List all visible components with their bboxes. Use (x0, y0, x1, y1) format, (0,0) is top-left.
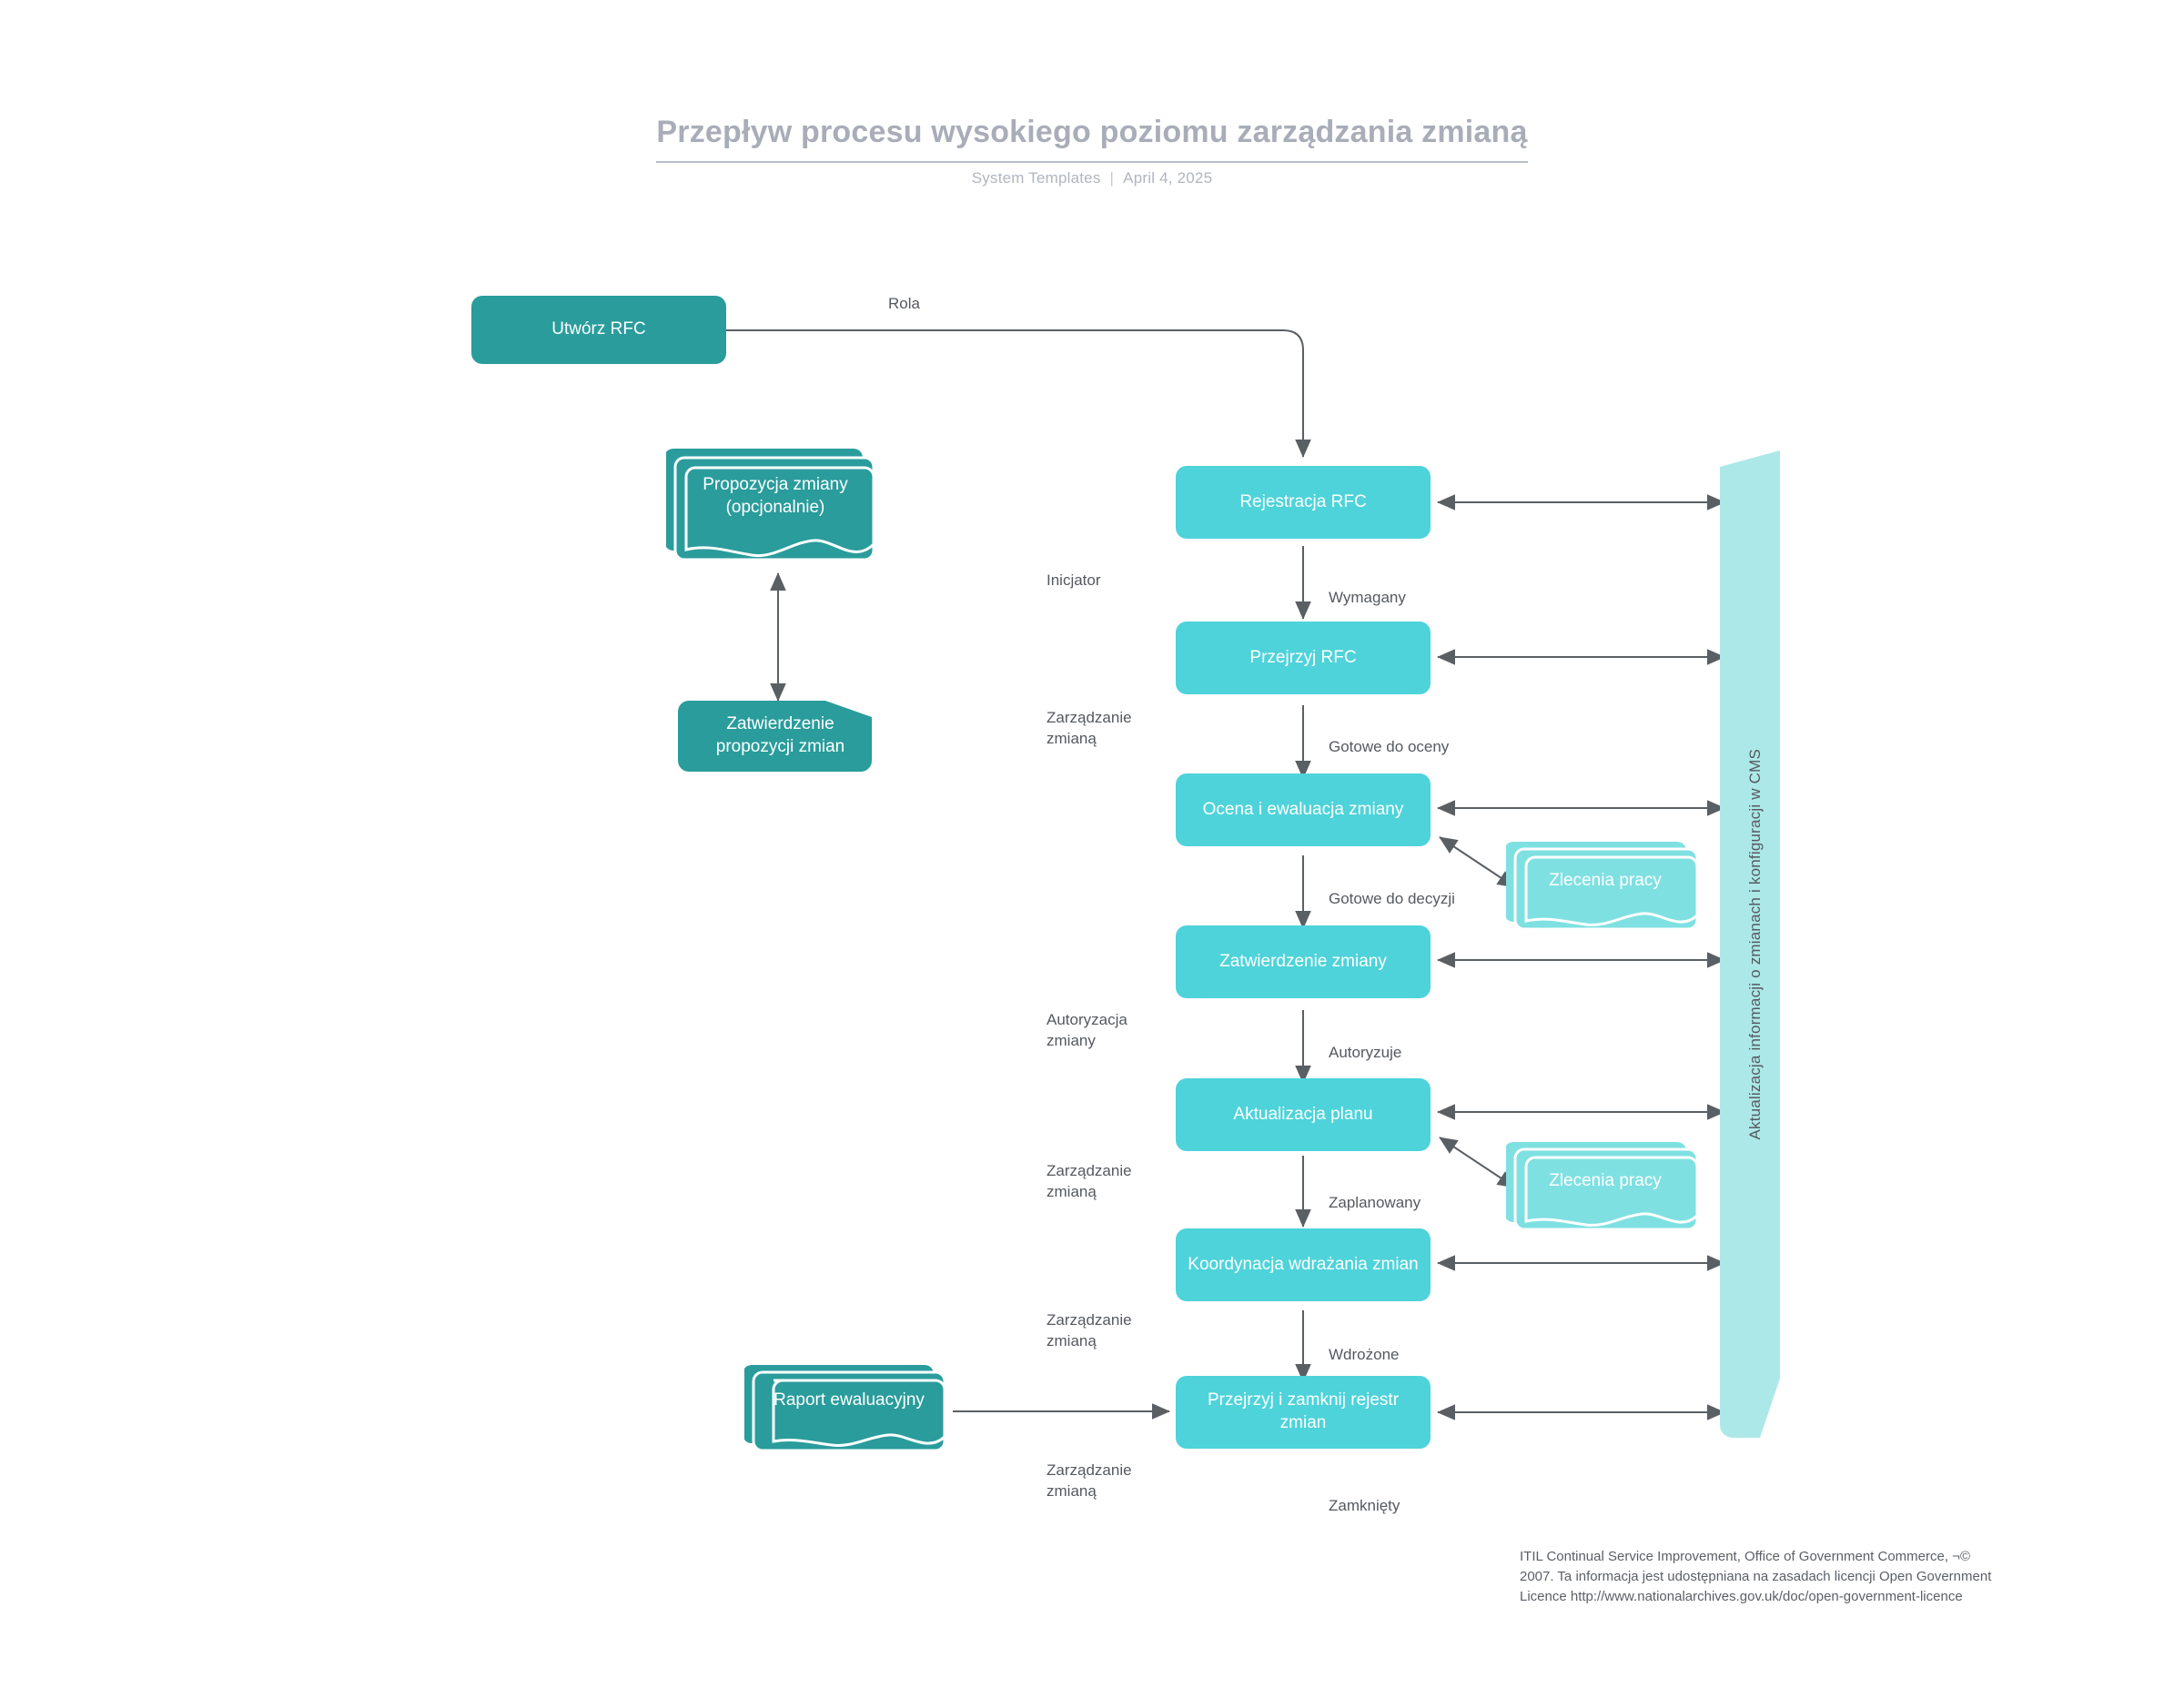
lane-label-change-authorization: Autoryzacja zmiany (1046, 1011, 1127, 1049)
header-title-wrap: Przepływ procesu wysokiego poziomu zarzą… (0, 115, 2184, 163)
lane-label-initiator: Inicjator (1046, 571, 1101, 589)
lane-label-change-management-1: Zarządzanie zmianą (1046, 709, 1132, 747)
edge-label-planned: Zaplanowany (1329, 1194, 1421, 1211)
document-stack-icon (1506, 842, 1699, 931)
footer-line-3: Licence http://www.nationalarchives.gov.… (1520, 1588, 1963, 1604)
vertical-band-shape (1720, 450, 1780, 1438)
lane-label-change-management-3: Zarządzanie zmianą (1046, 1311, 1132, 1349)
node-approve-proposal[interactable]: Zatwierdzenie propozycji zmian (678, 701, 883, 772)
lane-label-change-management-4: Zarządzanie zmianą (1046, 1461, 1132, 1500)
node-approve-change-label: Zatwierdzenie zmiany (1219, 951, 1387, 971)
edge-label-required: Wymagany (1329, 589, 1406, 606)
header-subtitle: System Templates | April 4, 2025 (0, 169, 2184, 187)
node-review-rfc[interactable]: Przejrzyj RFC (1176, 622, 1431, 694)
node-create-rfc-label: Utwórz RFC (551, 319, 646, 339)
node-cms-band[interactable]: Aktualizacja informacji o zmianach i kon… (1720, 450, 1791, 1438)
edge-label-closed: Zamknięty (1329, 1497, 1400, 1514)
node-create-rfc[interactable]: Utwórz RFC (471, 296, 726, 364)
page-title: Przepływ procesu wysokiego poziomu zarzą… (656, 115, 1528, 163)
node-register-rfc-label: Rejestracja RFC (1239, 491, 1367, 511)
footer-line-2: 2007. Ta informacja jest udostępniana na… (1520, 1568, 1992, 1584)
node-assess-evaluate-label: Ocena i ewaluacja zmiany (1202, 799, 1404, 819)
edge-label-ready-for-assessment: Gotowe do oceny (1329, 738, 1450, 755)
node-assess-evaluate[interactable]: Ocena i ewaluacja zmiany (1176, 773, 1431, 846)
subtitle-source: System Templates (971, 169, 1101, 187)
skewed-process-shape (678, 701, 872, 772)
node-work-orders-2[interactable]: Zlecenia pracy (1506, 1137, 1704, 1238)
node-approve-change[interactable]: Zatwierdzenie zmiany (1176, 925, 1431, 998)
node-review-rfc-label: Przejrzyj RFC (1249, 647, 1357, 667)
node-review-close-label: Przejrzyj i zamknij rejestr zmian (1207, 1390, 1400, 1432)
subtitle-separator: | (1109, 169, 1115, 187)
node-work-orders-1[interactable]: Zlecenia pracy (1506, 837, 1704, 937)
node-evaluation-report[interactable]: Raport ewaluacyjny (744, 1360, 954, 1459)
document-stack-icon (666, 449, 875, 561)
node-review-close[interactable]: Przejrzyj i zamknij rejestr zmian (1176, 1376, 1431, 1449)
edge-label-authorizes: Autoryzuje (1329, 1044, 1402, 1061)
node-update-plan-label: Aktualizacja planu (1233, 1104, 1373, 1124)
edge-label-implemented: Wdrożone (1329, 1346, 1400, 1363)
node-register-rfc[interactable]: Rejestracja RFC (1176, 466, 1431, 539)
footer-attribution: ITIL Continual Service Improvement, Offi… (1520, 1547, 2148, 1606)
lane-label-change-management-2: Zarządzanie zmianą (1046, 1162, 1132, 1200)
edge-label-role: Rola (888, 295, 920, 312)
node-coordinate-implementation-label: Koordynacja wdrażania zmian (1188, 1254, 1419, 1274)
node-coordinate-implementation[interactable]: Koordynacja wdrażania zmian (1176, 1228, 1431, 1301)
document-stack-icon (744, 1365, 946, 1452)
footer-line-1: ITIL Continual Service Improvement, Offi… (1520, 1549, 1970, 1564)
edge-label-ready-for-decision: Gotowe do decyzji (1329, 890, 1455, 907)
subtitle-date: April 4, 2025 (1123, 169, 1213, 187)
node-update-plan[interactable]: Aktualizacja planu (1176, 1078, 1431, 1151)
document-stack-icon (1506, 1142, 1699, 1231)
node-change-proposal[interactable]: Propozycja zmiany (opcjonalnie) (666, 443, 885, 573)
